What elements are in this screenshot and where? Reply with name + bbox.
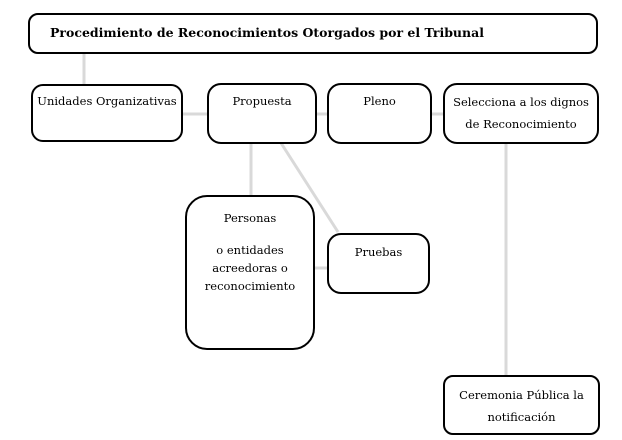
node-label-line1: Selecciona a los dignos bbox=[453, 95, 589, 109]
node-pruebas: Pruebas bbox=[327, 233, 430, 294]
diagram-title: Procedimiento de Reconocimientos Otorgad… bbox=[50, 25, 484, 41]
node-label: Pleno bbox=[363, 94, 396, 108]
node-label-line3: acreedoras o bbox=[212, 261, 288, 275]
node-propuesta: Propuesta bbox=[207, 83, 317, 144]
node-personas-entidades: Personas o entidades acreedoras o recono… bbox=[185, 195, 315, 350]
node-label-line2: de Reconocimiento bbox=[465, 117, 577, 131]
node-label: Unidades Organizativas bbox=[37, 94, 177, 108]
node-title: Procedimiento de Reconocimientos Otorgad… bbox=[28, 13, 598, 54]
node-ceremonia-publica: Ceremonia Pública la notificación bbox=[443, 375, 600, 435]
node-label-line1: Ceremonia Pública la bbox=[459, 388, 584, 402]
node-label: Propuesta bbox=[232, 94, 292, 108]
node-selecciona-dignos: Selecciona a los dignos de Reconocimient… bbox=[443, 83, 599, 144]
node-label-line4: reconocimiento bbox=[204, 279, 296, 293]
node-label-line1: Personas bbox=[223, 211, 277, 225]
node-label-line2: notificación bbox=[487, 410, 556, 424]
node-label-line2: o entidades bbox=[216, 243, 284, 257]
node-label: Pruebas bbox=[354, 245, 403, 259]
node-unidades-organizativas: Unidades Organizativas bbox=[31, 84, 183, 142]
node-pleno: Pleno bbox=[327, 83, 432, 144]
edge-propuesta-pruebas bbox=[279, 142, 340, 233]
